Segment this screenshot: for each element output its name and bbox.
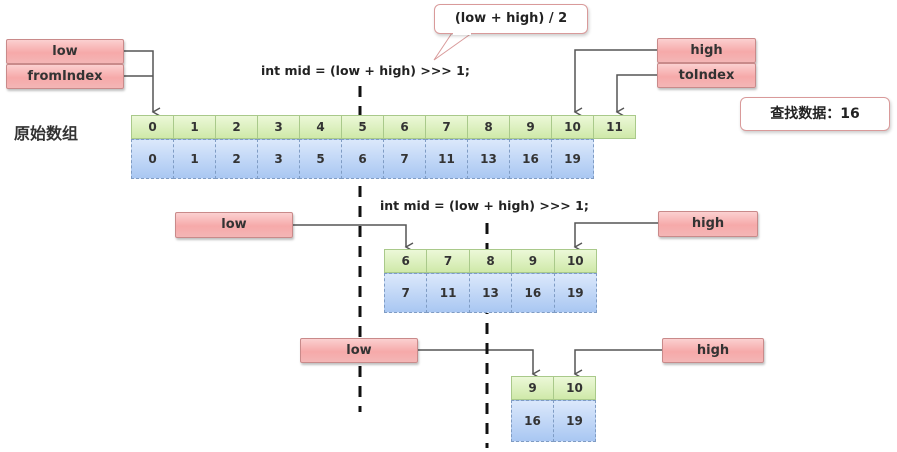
tag-label: low bbox=[52, 44, 78, 59]
tag-label: high bbox=[696, 343, 730, 358]
tag-high-level2: high bbox=[658, 211, 758, 237]
connector-toindex-level1 bbox=[615, 74, 657, 117]
value-cell: 13 bbox=[467, 139, 510, 179]
index-cell: 8 bbox=[467, 115, 510, 139]
value-cell: 19 bbox=[551, 139, 594, 179]
value-cell: 2 bbox=[215, 139, 258, 179]
tag-label: high bbox=[691, 216, 725, 231]
value-cell: 3 bbox=[257, 139, 300, 179]
connector-high-level3 bbox=[573, 349, 662, 379]
value-cell: 6 bbox=[341, 139, 384, 179]
index-cell: 10 bbox=[553, 249, 597, 273]
callout-tail bbox=[433, 32, 473, 61]
connector-high-level2 bbox=[573, 222, 658, 252]
value-cell: 7 bbox=[384, 273, 428, 313]
connector-low-level1 bbox=[124, 50, 161, 117]
value-cell: 1 bbox=[173, 139, 216, 179]
value-cell: 11 bbox=[425, 139, 468, 179]
callout-bubble: (low + high) / 2 bbox=[434, 4, 588, 34]
tag-low-level2: low bbox=[175, 212, 293, 238]
index-cell: 4 bbox=[299, 115, 342, 139]
value-cell: 13 bbox=[468, 273, 513, 313]
index-cell: 6 bbox=[384, 249, 428, 273]
index-cell: 6 bbox=[383, 115, 426, 139]
tag-high-level1: high bbox=[657, 38, 756, 63]
tag-label: fromIndex bbox=[27, 69, 103, 84]
value-cell: 0 bbox=[131, 139, 174, 179]
index-cell: 2 bbox=[215, 115, 258, 139]
value-cell: 7 bbox=[383, 139, 426, 179]
original-array-label: 原始数组 bbox=[14, 124, 79, 143]
index-cell: 9 bbox=[509, 115, 552, 139]
connector-high-level1 bbox=[573, 49, 657, 117]
index-cell: 3 bbox=[257, 115, 300, 139]
connector-low-level2 bbox=[293, 224, 414, 252]
index-cell: 9 bbox=[511, 249, 555, 273]
search-target-box: 查找数据：16 bbox=[740, 97, 890, 131]
index-cell: 7 bbox=[425, 115, 468, 139]
value-cell: 16 bbox=[511, 400, 554, 442]
value-cell: 19 bbox=[553, 273, 597, 313]
value-cell: 11 bbox=[426, 273, 470, 313]
tag-label: high bbox=[690, 43, 723, 58]
callout-tail-mask bbox=[453, 32, 471, 35]
connector-low-level3 bbox=[418, 349, 541, 379]
tag-high-level3: high bbox=[662, 338, 764, 363]
tag-low-level3: low bbox=[300, 338, 418, 363]
callout-text: (low + high) / 2 bbox=[454, 11, 568, 26]
index-cell: 8 bbox=[468, 249, 513, 273]
tag-label: toIndex bbox=[678, 68, 735, 83]
value-cell: 16 bbox=[511, 273, 555, 313]
index-cell: 11 bbox=[593, 115, 636, 139]
index-cell: 1 bbox=[173, 115, 216, 139]
tag-label: low bbox=[221, 217, 247, 232]
index-cell: 10 bbox=[553, 376, 596, 400]
value-cell: 5 bbox=[299, 139, 342, 179]
index-cell: 9 bbox=[511, 376, 554, 400]
value-cell: 16 bbox=[509, 139, 552, 179]
index-cell: 7 bbox=[426, 249, 470, 273]
formula-level2: int mid = (low + high) >>> 1; bbox=[380, 198, 589, 213]
tag-low-level1: low bbox=[6, 39, 124, 64]
search-target-text: 查找数据：16 bbox=[770, 106, 860, 122]
value-cell: 19 bbox=[553, 400, 596, 442]
tag-fromindex-level1: fromIndex bbox=[6, 64, 124, 89]
index-cell: 0 bbox=[131, 115, 174, 139]
index-cell: 5 bbox=[341, 115, 384, 139]
tag-label: low bbox=[346, 343, 372, 358]
formula-level1: int mid = (low + high) >>> 1; bbox=[261, 63, 470, 78]
index-cell: 10 bbox=[551, 115, 594, 139]
tag-toindex-level1: toIndex bbox=[657, 63, 756, 88]
